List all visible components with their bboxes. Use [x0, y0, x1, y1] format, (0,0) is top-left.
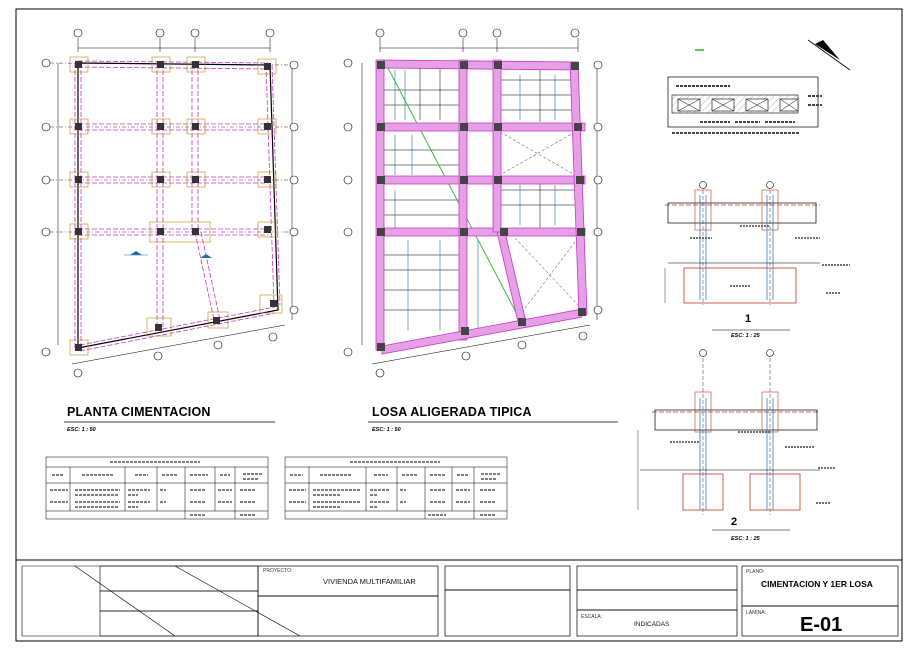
detail-1-scale: ESC: 1 : 25 — [731, 333, 760, 339]
typical-slab-section — [667, 76, 822, 134]
slab-plan-scale: ESC: 1 : 50 — [372, 427, 401, 433]
plano-value: CIMENTACION Y 1ER LOSA — [761, 579, 873, 589]
escala-label: ESCALA: — [581, 614, 603, 620]
grid-bubble — [265, 28, 275, 38]
title-block — [15, 559, 903, 642]
proyecto-value: VIVIENDA MULTIFAMILIAR — [323, 577, 416, 586]
foundation-plan-title: PLANTA CIMENTACION — [67, 405, 211, 419]
lamina-value: E-01 — [800, 614, 843, 636]
metrado-table-left — [45, 456, 269, 520]
detail-2-number: 2 — [731, 516, 738, 528]
north-arrow-icon — [807, 39, 851, 71]
metrado-table-right — [284, 456, 508, 520]
slab-plan — [343, 28, 603, 378]
proyecto-label: PROYECTO: — [263, 568, 293, 574]
detail-1-number: 1 — [745, 313, 752, 325]
foundation-plan — [41, 28, 299, 378]
footing-columns — [69, 56, 283, 356]
footing-detail-1 — [664, 181, 850, 331]
grid-bubble — [73, 28, 83, 38]
grid-bubble — [155, 28, 165, 38]
plano-label: PLANO: — [746, 569, 765, 575]
foundation-plan-scale: ESC: 1 : 50 — [67, 427, 96, 433]
footing-detail-2 — [637, 349, 836, 531]
lamina-label: LAMINA: — [746, 610, 767, 616]
grid-bubble — [190, 28, 200, 38]
slab-plan-title: LOSA ALIGERADA TIPICA — [372, 405, 532, 419]
escala-value: INDICADAS — [634, 621, 670, 628]
detail-2-scale: ESC: 1 : 25 — [731, 536, 760, 542]
